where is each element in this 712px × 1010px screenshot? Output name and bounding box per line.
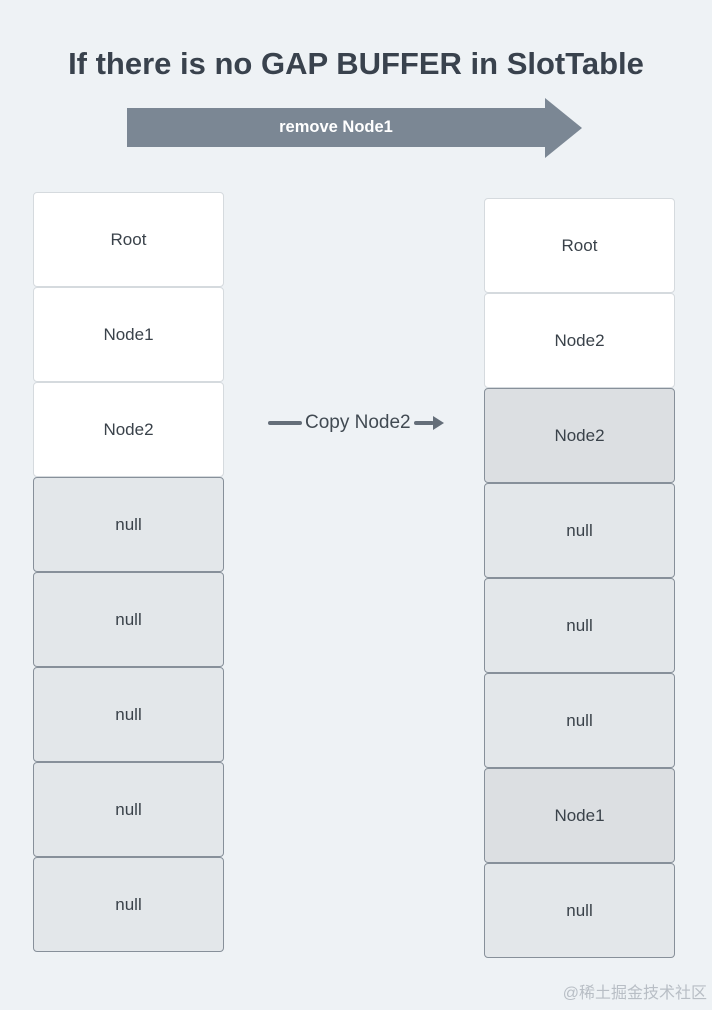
slot-label: null	[115, 799, 142, 819]
slot-label: null	[115, 514, 142, 534]
slot-label: Node2	[103, 419, 154, 439]
slot-null: null	[33, 762, 224, 857]
page-title: If there is no GAP BUFFER in SlotTable	[68, 46, 644, 81]
slot-null: null	[33, 667, 224, 762]
slot-null: null	[484, 673, 675, 768]
slot-label: null	[115, 704, 142, 724]
slot-label: Root	[561, 235, 598, 255]
slot-label: null	[566, 710, 593, 730]
slot-node2: Node2	[484, 293, 675, 388]
slot-root: Root	[484, 198, 675, 293]
slot-null: null	[33, 572, 224, 667]
remove-arrow-label: remove Node1	[279, 118, 393, 136]
copy-arrow: Copy Node2	[268, 410, 444, 436]
slot-label: null	[566, 900, 593, 920]
slot-null: null	[484, 578, 675, 673]
copy-arrow-label: Copy Node2	[305, 412, 411, 433]
slot-null: null	[33, 857, 224, 952]
remove-arrow-head-icon	[545, 98, 582, 158]
slot-null: null	[33, 477, 224, 572]
slot-node1: Node1	[33, 287, 224, 382]
copy-arrow-head-icon	[432, 416, 444, 430]
slot-null: null	[484, 483, 675, 578]
slot-label: Node1	[103, 324, 154, 344]
watermark: @稀土掘金技术社区	[562, 985, 707, 1002]
copy-arrow-tail-icon	[268, 421, 302, 425]
slot-node1: Node1	[484, 768, 675, 863]
slot-node2: Node2	[484, 388, 675, 483]
slot-label: null	[115, 894, 142, 914]
slot-null: null	[484, 863, 675, 958]
slot-label: Root	[110, 229, 147, 249]
slot-label: Node1	[554, 805, 605, 825]
slot-root: Root	[33, 192, 224, 287]
slot-node2: Node2	[33, 382, 224, 477]
remove-arrow-body	[127, 108, 545, 147]
slot-label: null	[115, 609, 142, 629]
slot-label: Node2	[554, 330, 605, 350]
slot-label: Node2	[554, 425, 605, 445]
slot-label: null	[566, 520, 593, 540]
copy-arrow-shaft-icon	[413, 421, 434, 425]
slot-label: null	[566, 615, 593, 635]
